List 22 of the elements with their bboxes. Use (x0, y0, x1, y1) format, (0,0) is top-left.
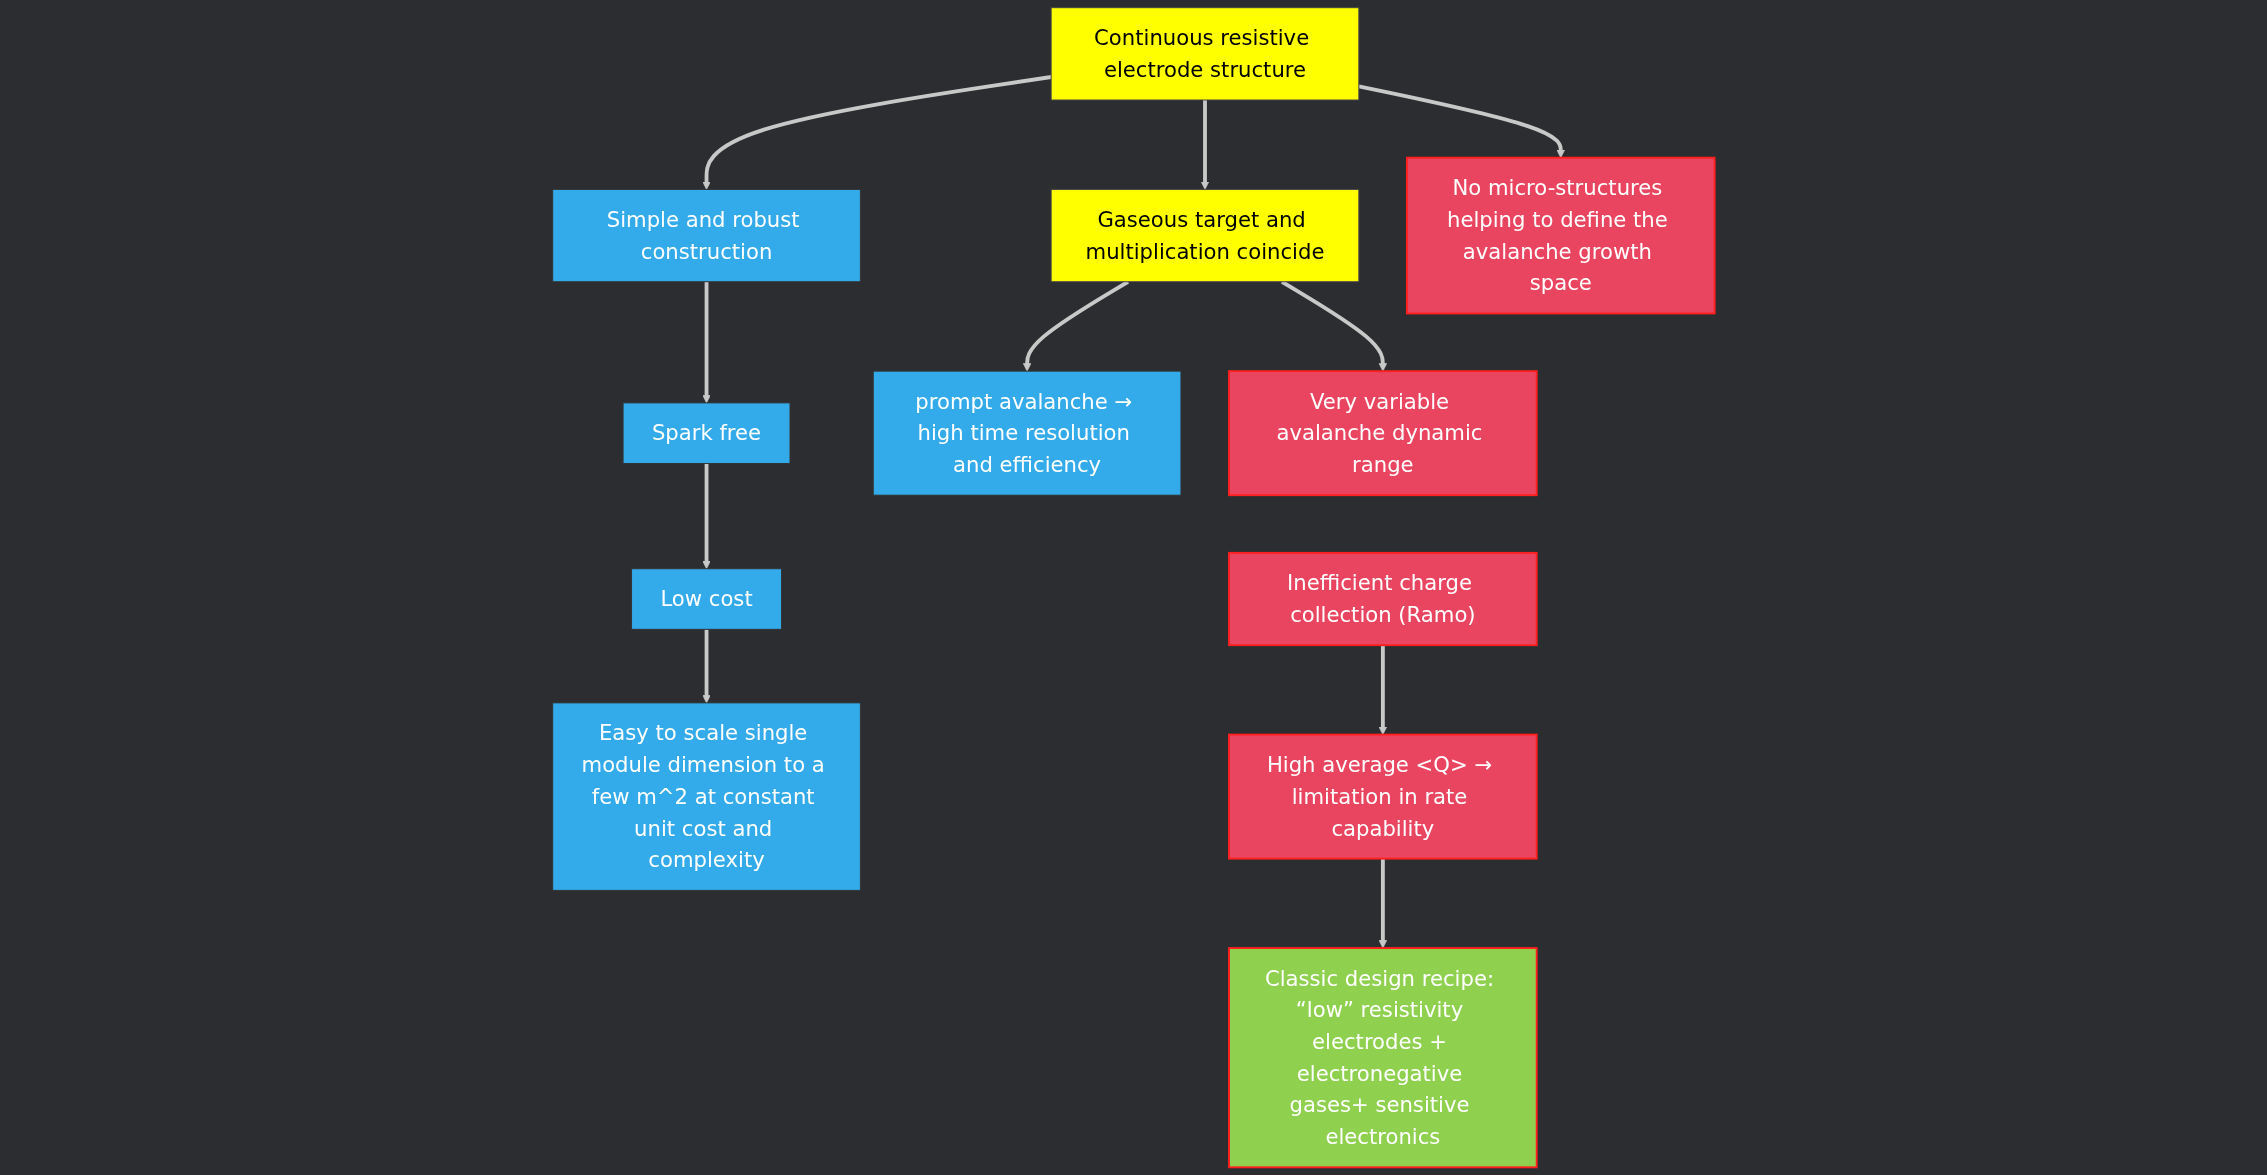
arrow (702, 629, 711, 704)
node-box: Gaseous target and multiplication coincide (1050, 188, 1360, 283)
arrow (1378, 858, 1387, 949)
node-box: Classic design recipe: “low” resistivity electrodes + electronegative gases+ sensitive electronics (1227, 947, 1538, 1169)
node-box: No micro-structures helping to define the avalanche growth space (1405, 156, 1716, 315)
node-box: Spark free (622, 402, 791, 464)
node-box: High average <Q> → limitation in rate capability (1227, 733, 1538, 860)
arrow (1358, 84, 1565, 159)
arrow (702, 75, 1052, 190)
node-box: Inefficient charge collection (Ramo) (1227, 551, 1538, 647)
arrow (1280, 280, 1387, 372)
node-box: Low cost (630, 568, 782, 630)
node-box: Very variable avalanche dynamic range (1227, 370, 1538, 497)
arrow (702, 281, 711, 404)
node-box: Continuous resistive electrode structure (1050, 7, 1360, 101)
node-box: Easy to scale single module dimension to a few m^2 at constant unit cost and complexity (552, 702, 861, 891)
arrow (702, 463, 711, 570)
arrow (1378, 645, 1387, 735)
arrow (1022, 280, 1129, 372)
node-box: Simple and robust construction (552, 188, 861, 283)
arrow (1200, 100, 1210, 190)
node-box: prompt avalanche → high time resolution and efficiency (872, 370, 1182, 496)
